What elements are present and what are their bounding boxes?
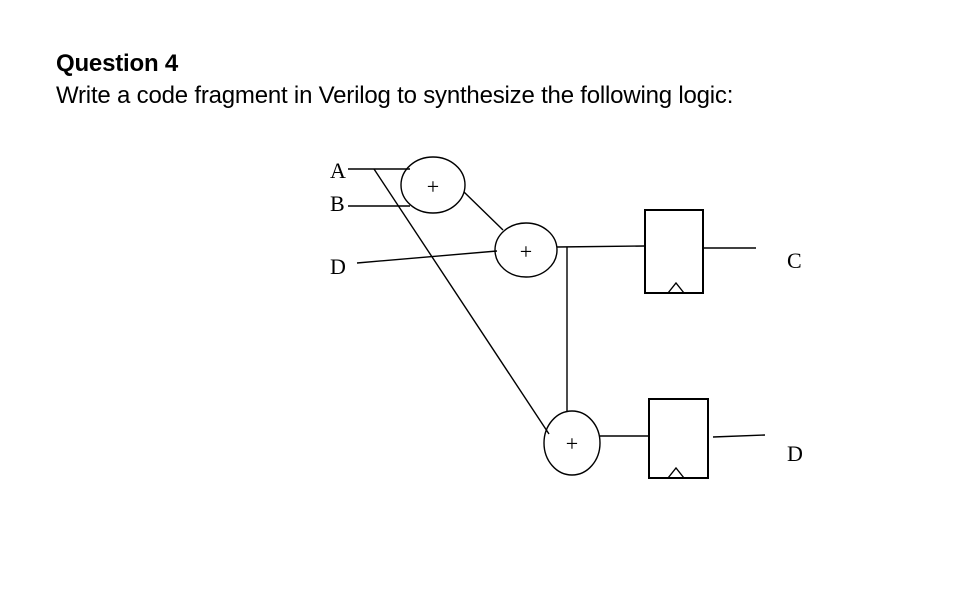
input-label-b: B — [330, 191, 345, 216]
adder-3 — [543, 410, 601, 476]
question-prompt: Write a code fragment in Verilog to synt… — [56, 82, 734, 109]
wire-adder2-to-ff1 — [556, 245, 646, 248]
input-label-d: D — [330, 254, 346, 279]
wire-ff2-out — [712, 434, 766, 438]
adder-1-symbol: + — [427, 174, 439, 199]
wire-d — [356, 250, 498, 264]
adder-3-symbol: + — [566, 431, 578, 456]
adder-1 — [400, 156, 466, 214]
adder-2 — [494, 222, 558, 278]
flip-flop-1 — [644, 209, 704, 294]
adder-2-symbol: + — [520, 239, 532, 264]
output-label-c: C — [787, 248, 802, 273]
ff1-clock-icon — [667, 281, 685, 294]
question-title: Question 4 — [56, 50, 179, 77]
wire-adder1-to-adder2 — [463, 191, 504, 231]
ff2-clock-icon — [667, 466, 685, 479]
output-label-d: D — [787, 441, 803, 466]
input-label-a: A — [330, 158, 346, 183]
wire-a-to-adder3 — [373, 168, 550, 435]
flip-flop-2 — [648, 398, 709, 479]
